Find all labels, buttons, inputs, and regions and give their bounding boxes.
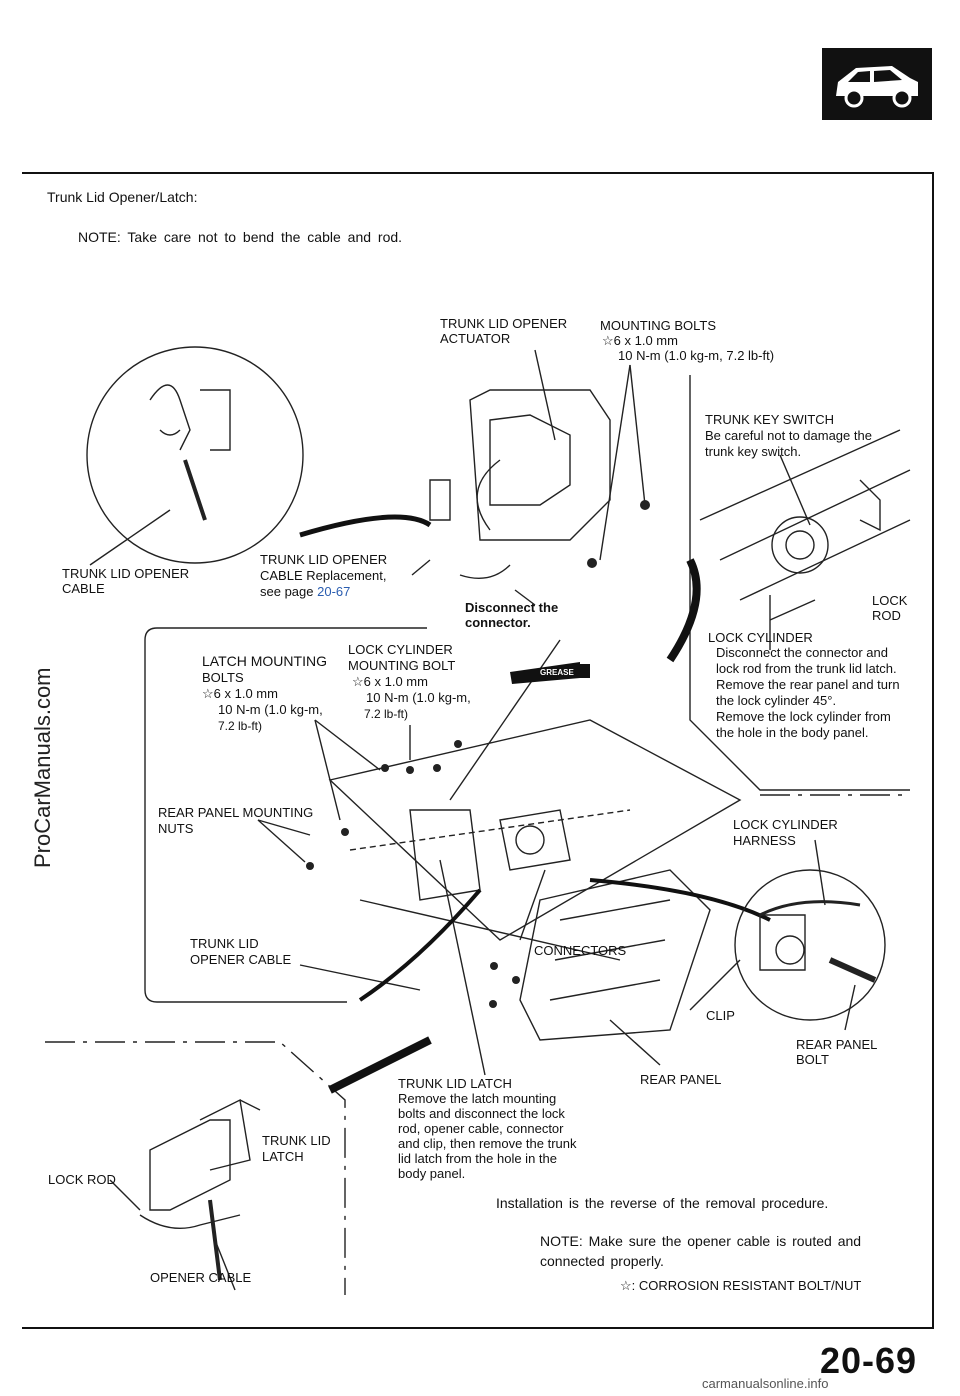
label-lock-rod-1: LOCK [872, 593, 908, 608]
label-cyl-bolt-size: ☆6 x 1.0 mm [352, 674, 428, 689]
label-harness-2: HARNESS [733, 833, 796, 848]
label-latch-5: lid latch from the hole in the [398, 1151, 557, 1166]
label-latch-bolts-size: ☆6 x 1.0 mm [202, 686, 278, 701]
label-cable-repl-1: TRUNK LID OPENER [260, 552, 388, 567]
label-cyl-bolt-torque-1: 10 N-m (1.0 kg-m, [366, 690, 471, 705]
grease-tube-icon [510, 662, 590, 684]
label-key-switch: TRUNK KEY SWITCH [705, 412, 835, 427]
label-latch-bolts-torque-2: 7.2 lb-ft) [218, 719, 263, 733]
label-latch-bolts-torque-1: 10 N-m (1.0 kg-m, [218, 702, 323, 717]
section-title: Trunk Lid Opener/Latch: [47, 189, 198, 205]
label-inset-latch-2: LATCH [262, 1149, 304, 1164]
label-harness-1: LOCK CYLINDER [733, 817, 838, 832]
label-rear-nuts-1: REAR PANEL MOUNTING [158, 805, 314, 820]
label-rear-bolt-1: REAR PANEL [796, 1037, 878, 1052]
car-section-icon [822, 48, 932, 120]
label-lid-cable-1: TRUNK LID [190, 936, 259, 951]
legend-corrosion: ☆: CORROSION RESISTANT BOLT/NUT [620, 1278, 862, 1293]
footer-site: carmanualsonline.info [702, 1376, 829, 1391]
page-frame [22, 172, 934, 1329]
label-key-switch-note-2: trunk key switch. [705, 444, 802, 459]
label-actuator-2: ACTUATOR [440, 331, 511, 346]
label-actuator-1: TRUNK LID OPENER [440, 316, 568, 331]
label-cyl-bolt-torque-2: 7.2 lb-ft) [364, 707, 409, 721]
note-bottom-2: connected properly. [540, 1253, 664, 1269]
label-grease: GREASE [540, 668, 574, 677]
detail-circle-opener [86, 346, 304, 564]
label-latch-bolts-1: LATCH MOUNTING [202, 653, 327, 669]
label-latch-4: and clip, then remove the trunk [398, 1136, 577, 1151]
label-disconnect-2: connector. [465, 615, 531, 630]
label-latch-1: Remove the latch mounting [398, 1091, 557, 1106]
label-lock-rod-2: ROD [872, 608, 901, 623]
frame-top-line [22, 172, 934, 174]
cable-repl-page-link[interactable]: 20-67 [317, 584, 351, 599]
cable-repl-see-page: see page [260, 584, 314, 599]
label-connectors: CONNECTORS [534, 943, 627, 958]
label-lid-cable-2: OPENER CABLE [190, 952, 292, 967]
label-lock-cyl-1: Disconnect the connector and [716, 645, 888, 660]
label-lock-cyl-2: lock rod from the trunk lid latch. [716, 661, 897, 676]
label-cable-repl-3: see page 20-67 [260, 584, 350, 600]
label-disconnect-1: Disconnect the [465, 600, 559, 615]
note-bottom-1: NOTE: Make sure the opener cable is rout… [540, 1233, 862, 1249]
label-lock-cylinder: LOCK CYLINDER [708, 630, 813, 645]
label-lock-cyl-5: Remove the lock cylinder from [716, 709, 891, 724]
label-cyl-bolt-1: LOCK CYLINDER [348, 642, 453, 657]
label-rear-nuts-2: NUTS [158, 821, 194, 836]
label-opener-cable-1: TRUNK LID OPENER [62, 566, 190, 581]
label-lock-cyl-3: Remove the rear panel and turn [716, 677, 900, 692]
label-latch-2: bolts and disconnect the lock [398, 1106, 565, 1121]
label-rear-bolt-2: BOLT [796, 1052, 829, 1067]
label-mount-bolts-size: ☆6 x 1.0 mm [602, 333, 678, 348]
label-key-switch-note-1: Be careful not to damage the [705, 428, 872, 443]
page-number: 20-69 [820, 1340, 918, 1381]
label-cable-repl-2: CABLE Replacement, [260, 568, 387, 583]
label-mount-bolts-torque: 10 N-m (1.0 kg-m, 7.2 lb-ft) [618, 348, 775, 363]
label-opener-cable-2: CABLE [62, 581, 105, 596]
label-inset-lock-rod: LOCK ROD [48, 1172, 116, 1187]
install-note: Installation is the reverse of the remov… [496, 1195, 829, 1211]
label-inset-opener: OPENER CABLE [150, 1270, 252, 1285]
label-latch-3: rod, opener cable, connector [398, 1121, 564, 1136]
label-cyl-bolt-2: MOUNTING BOLT [348, 658, 456, 673]
label-lock-cyl-6: the hole in the body panel. [716, 725, 869, 740]
note-top: NOTE: Take care not to bend the cable an… [78, 229, 403, 245]
label-latch-bolts-2: BOLTS [202, 670, 244, 685]
label-rear-panel: REAR PANEL [640, 1072, 722, 1087]
label-inset-latch-1: TRUNK LID [262, 1133, 331, 1148]
label-clip: CLIP [706, 1008, 735, 1023]
label-latch-title: TRUNK LID LATCH [398, 1076, 512, 1091]
label-latch-6: body panel. [398, 1166, 466, 1181]
label-lock-cyl-4: the lock cylinder 45°. [716, 693, 837, 708]
watermark: ProCarManuals.com [30, 667, 55, 868]
label-mount-bolts: MOUNTING BOLTS [600, 318, 717, 333]
